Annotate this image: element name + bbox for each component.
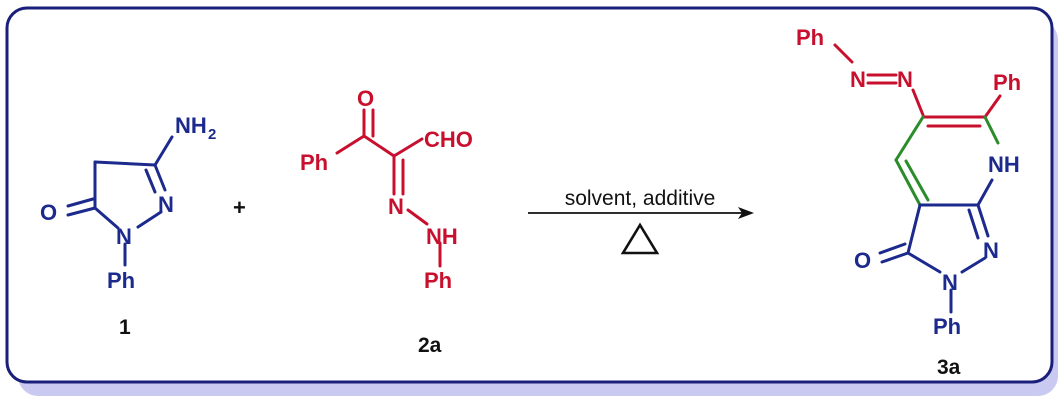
c1-bond-c3-nh2 [153, 135, 174, 167]
c3a-bond-c6-ph [983, 94, 1002, 119]
compound-1 [66, 135, 174, 267]
c3a-bond-c4-c3a-double [904, 159, 930, 202]
c2a-bond-ph-co [335, 134, 366, 155]
compound-2a-number: 2a [418, 334, 442, 357]
c3a-bond-n-co [906, 251, 942, 274]
c3a-bond-ph-n [833, 43, 854, 64]
c1-nh2-label: NH [175, 113, 207, 138]
c2a-aldehyde-label: CHO [424, 127, 473, 152]
c2a-nh-label: NH [426, 224, 458, 249]
c1-n-ph-label: N [116, 224, 132, 249]
c1-nh2-subscript: 2 [208, 126, 216, 143]
compound-2a [335, 108, 442, 268]
compound-3a-number: 3a [937, 356, 961, 379]
c3a-n-ph-label: N [942, 270, 958, 295]
plus-sign: + [233, 195, 246, 220]
c3a-bond-c6-nh [983, 115, 1000, 145]
c3a-bond-c4-c3a [894, 158, 922, 207]
c3a-nh-label: NH [988, 152, 1020, 177]
compound-3a-blue [878, 178, 994, 314]
c2a-ketone-o-label: O [357, 86, 374, 111]
c1-ring-n-label: N [158, 192, 174, 217]
c3a-azo-n2-label: N [897, 67, 913, 92]
c3a-phenyl-label: Ph [933, 314, 961, 339]
c1-phenyl-label: Ph [107, 268, 135, 293]
c3a-azo-ph-label: Ph [796, 25, 824, 50]
c3a-bond-n-c5 [911, 88, 925, 117]
compound-3a-green [894, 115, 1000, 207]
c1-bond-n-co [93, 206, 120, 230]
c3a-bond-co-c3a [906, 203, 922, 255]
compound-3a-red [833, 43, 1002, 128]
c1-bond-n-n [136, 210, 163, 229]
c3a-bond-n-n [960, 256, 987, 274]
c2a-bond-co-c [362, 134, 396, 158]
reaction-arrow-head [738, 207, 754, 219]
c1-bond-c3-n [153, 163, 167, 192]
heat-triangle-icon [620, 222, 660, 255]
c3a-carbonyl-o-label: O [854, 248, 871, 273]
c2a-bond-c-cho [392, 137, 424, 158]
c3a-azo-n1-label: N [850, 67, 866, 92]
compound-1-number: 1 [119, 316, 131, 339]
reaction-conditions: solvent, additive [565, 187, 716, 210]
c2a-phenyl-hydrazone-label: Ph [424, 268, 452, 293]
c2a-phenyl-ketone-label: Ph [300, 150, 328, 175]
c3a-bond-co-o [880, 251, 910, 264]
c1-carbonyl-o-label: O [40, 200, 57, 225]
c1-bond-co-o [66, 206, 97, 217]
c3a-bond-c7a-nh [976, 178, 994, 207]
c1-bond-ch2-c3 [93, 160, 157, 167]
c3a-bond-c7a-n-double [967, 208, 980, 240]
c3a-ring-n-label: N [983, 238, 999, 263]
c3a-bond-c7a-n [976, 203, 990, 238]
c3a-bond-c5-c4 [894, 115, 925, 162]
c2a-imine-n-label: N [388, 194, 404, 219]
c2a-bond-n-nh [406, 208, 429, 226]
c3a-c6-ph-label: Ph [993, 70, 1021, 95]
scheme-frame [5, 6, 1054, 384]
c1-bond-co-o-double [66, 197, 95, 208]
c3a-bond-co-o-double [878, 242, 907, 255]
c1-bond-c3-n-double [144, 168, 157, 194]
